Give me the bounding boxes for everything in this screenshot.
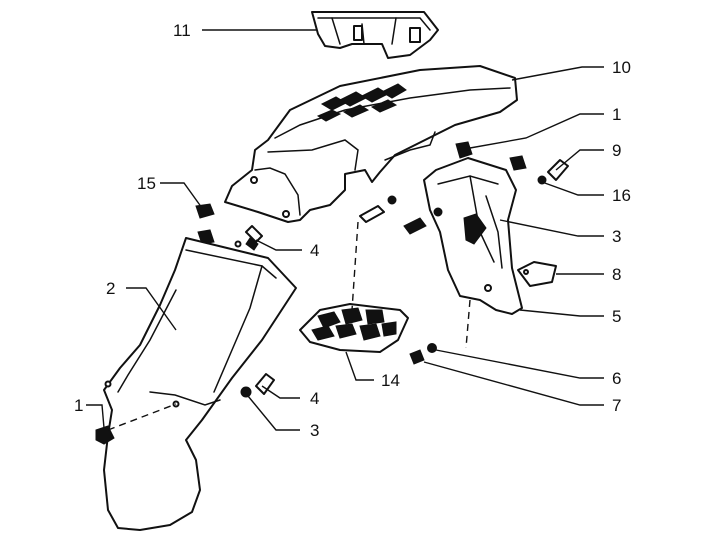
screw-lower <box>255 373 275 395</box>
washer-lower-left <box>240 386 252 398</box>
callout-labels: 11 10 1 9 16 15 4 3 2 8 5 14 6 7 4 1 3 <box>74 21 631 440</box>
nut-lower-left <box>95 425 115 445</box>
callout-1-upper: 1 <box>612 105 621 124</box>
callout-16: 16 <box>612 186 631 205</box>
luggage-rack <box>311 11 439 59</box>
callout-2: 2 <box>106 279 115 298</box>
callout-15: 15 <box>137 174 156 193</box>
callout-7: 7 <box>612 396 621 415</box>
rear-mudguard <box>103 237 297 531</box>
grille <box>299 303 409 353</box>
callout-14: 14 <box>381 371 400 390</box>
callout-1-lower: 1 <box>74 396 83 415</box>
grommet-left <box>195 203 242 248</box>
callout-3-lower: 3 <box>310 421 319 440</box>
reflector <box>517 261 557 287</box>
cover-vent-slots <box>316 83 407 122</box>
nut-lower <box>427 343 437 353</box>
leader-lines <box>86 29 604 431</box>
callout-4-lower: 4 <box>310 389 319 408</box>
assembly-lines <box>107 221 471 431</box>
nut-upper <box>455 141 527 171</box>
license-plate-holder <box>423 157 523 315</box>
rear-body-cover <box>224 65 518 223</box>
callout-3-right: 3 <box>612 227 621 246</box>
bracket-screw-right <box>359 195 443 235</box>
callout-4-mid: 4 <box>310 241 319 260</box>
callout-9: 9 <box>612 141 621 160</box>
callout-8: 8 <box>612 265 621 284</box>
callout-10: 10 <box>612 58 631 77</box>
washer-lower <box>409 349 425 365</box>
screw-mid <box>245 225 263 251</box>
callout-5: 5 <box>612 307 621 326</box>
callout-6: 6 <box>612 369 621 388</box>
callout-11: 11 <box>173 21 191 40</box>
